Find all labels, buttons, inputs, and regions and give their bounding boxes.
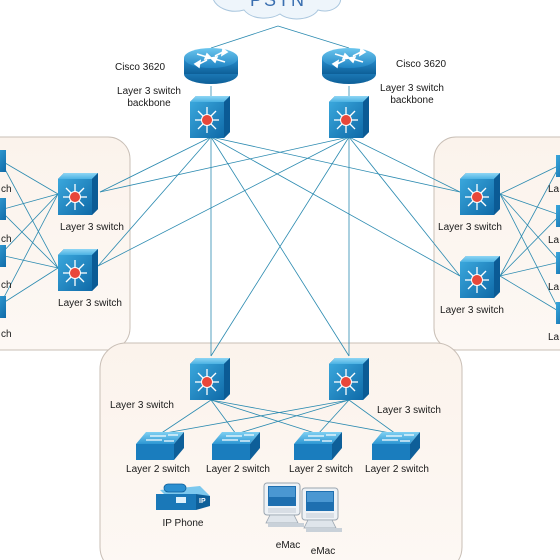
ip-phone-label: IP Phone: [163, 518, 204, 529]
router-left-label: Cisco 3620: [115, 62, 165, 73]
left-l3-label-b: Layer 3 switch: [58, 298, 122, 309]
l2-switch-3[interactable]: [293, 431, 343, 461]
router-left[interactable]: [183, 47, 239, 85]
emac-label-1: eMac: [276, 540, 300, 551]
right-l3-switch-b[interactable]: [459, 255, 501, 299]
right-zone: [433, 136, 560, 351]
svg-text:IP: IP: [199, 498, 206, 505]
router-right[interactable]: [321, 47, 377, 85]
ip-phone-icon[interactable]: IP: [156, 483, 210, 510]
right-edge-label-2: La: [548, 235, 560, 246]
left-edge-switches: [0, 150, 6, 318]
emac-label-2: eMac: [311, 546, 335, 557]
l2-label-3: Layer 2 switch: [289, 464, 353, 475]
left-l3-label-a: Layer 3 switch: [60, 222, 124, 233]
left-edge-label-1: ch: [1, 184, 12, 195]
bottom-l3-switch-a[interactable]: [189, 357, 231, 401]
backbone-right-label-1: Layer 3 switch: [380, 83, 444, 94]
right-l3-label-b: Layer 3 switch: [440, 305, 504, 316]
l2-switch-2[interactable]: [211, 431, 261, 461]
pstn-cloud: PSTN: [213, 0, 341, 20]
right-l3-label-a: Layer 3 switch: [438, 222, 502, 233]
l2-switch-1[interactable]: [135, 431, 185, 461]
left-edge-label-3: ch: [1, 280, 12, 291]
right-l3-switch-a[interactable]: [459, 172, 501, 216]
l2-label-1: Layer 2 switch: [126, 464, 190, 475]
right-edge-switches: [556, 155, 560, 324]
backbone-left-label-2: backbone: [127, 98, 171, 109]
left-edge-label-2: ch: [1, 234, 12, 245]
l2-label-2: Layer 2 switch: [206, 464, 270, 475]
network-links: [0, 25, 560, 435]
right-edge-label-1: La: [548, 184, 560, 195]
left-l3-switch-b[interactable]: [57, 248, 99, 292]
pstn-label: PSTN: [250, 0, 306, 10]
left-edge-label-4: ch: [1, 329, 12, 340]
bottom-l3-label-a: Layer 3 switch: [110, 400, 174, 411]
backbone-switch-left[interactable]: [189, 95, 231, 139]
backbone-right-label-2: backbone: [390, 95, 434, 106]
l2-switch-4[interactable]: [371, 431, 421, 461]
router-right-label: Cisco 3620: [396, 59, 446, 70]
left-zone: [0, 136, 131, 351]
bottom-l3-label-b: Layer 3 switch: [377, 405, 441, 416]
bottom-l3-switch-b[interactable]: [328, 357, 370, 401]
right-edge-label-4: La: [548, 332, 560, 343]
backbone-left-label-1: Layer 3 switch: [117, 86, 181, 97]
left-l3-switch-a[interactable]: [57, 172, 99, 216]
l2-label-4: Layer 2 switch: [365, 464, 429, 475]
backbone-switch-right[interactable]: [328, 95, 370, 139]
right-edge-label-3: La: [548, 282, 560, 293]
